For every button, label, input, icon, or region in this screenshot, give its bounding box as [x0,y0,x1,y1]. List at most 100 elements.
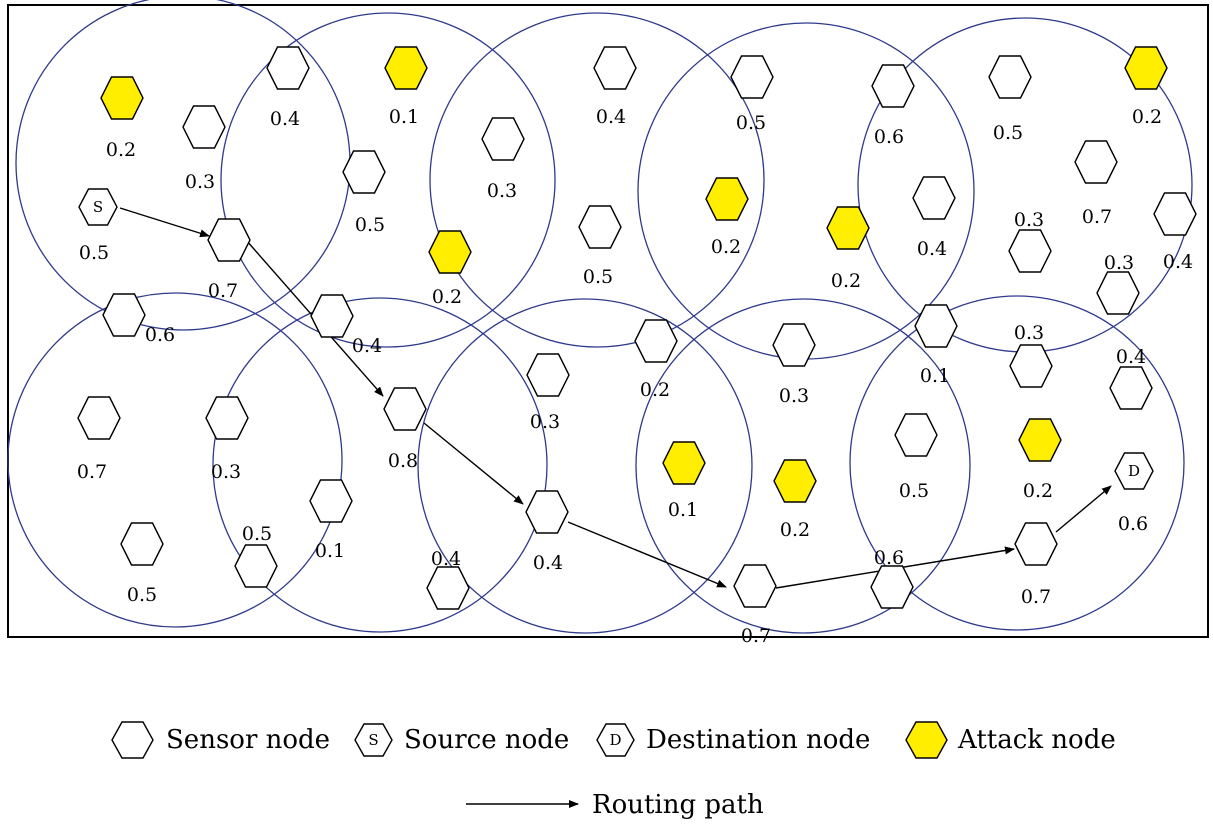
sensor-node-hexagon-icon [578,205,622,249]
sensor-node-hexagon-icon [1008,229,1052,273]
node-trust-value: 0.5 [127,584,157,606]
sensor-node: 0.3 [182,105,226,193]
node-trust-value: 0.7 [741,625,771,647]
sensor-node-hexagon-icon [988,55,1032,99]
legend-destination-hexagon-icon [596,723,635,757]
range-circle [417,298,753,634]
attack-node: 0.2 [428,230,472,308]
node-trust-value: 0.6 [1118,513,1148,535]
sensor-node: 0.5 [120,522,164,606]
node-trust-value: 0.7 [1021,586,1051,608]
sensor-node-hexagon-icon [525,490,569,534]
attack-node: 0.2 [773,459,817,541]
node-trust-value: 0.6 [145,324,175,346]
sensor-node: 0.5 [234,523,278,588]
sensor-node-hexagon-icon [426,566,470,610]
attack-node: 0.2 [826,206,870,292]
node-trust-value: 0.2 [711,236,741,258]
sensor-node: 0.4 [266,46,310,130]
sensor-node-hexagon-icon [1074,140,1118,184]
sensor-node-hexagon-icon [733,564,777,608]
node-trust-value: 0.4 [1116,346,1146,368]
range-circle [7,292,343,628]
sensor-node-hexagon-icon [205,396,249,440]
sensor-node-hexagon-icon [593,46,637,90]
sensor-node: 0.4 [310,294,382,357]
attack-node-hexagon-icon [662,441,706,485]
routing-path-arrow [567,521,727,588]
node-trust-value: 0.5 [899,480,929,502]
node-trust-value: 0.4 [270,108,300,130]
sensor-node: 0.4 [912,176,956,260]
node-trust-value: 0.1 [315,540,345,562]
sensor-node: 0.4 [525,490,569,574]
attack-node-hexagon-icon [384,46,428,90]
range-circles [7,0,1193,634]
legend-sensor-label: Sensor node [166,725,330,755]
sensor-node: 0.7 [207,218,251,302]
node-trust-value: 0.6 [874,126,904,148]
sensor-node: 0.5 [988,55,1032,144]
node-trust-value: 0.2 [1132,106,1162,128]
attack-node-hexagon-icon [705,177,749,221]
sensor-node: 0.4 [1153,192,1197,273]
legend-destination: D Destination node [596,723,870,757]
node-trust-value: 0.3 [530,411,560,433]
node-trust-value: 0.5 [993,122,1023,144]
attack-node-hexagon-icon [773,459,817,503]
node-trust-value: 0.4 [533,552,563,574]
legend-routing: Routing path [466,790,764,820]
node-trust-value: 0.1 [668,499,698,521]
node-trust-value: 0.3 [779,385,809,407]
sensor-node: 0.5 [578,205,622,288]
sensor-node: 0.4 [1109,346,1153,410]
sensor-node-hexagon-icon [912,176,956,220]
node-trust-value: 0.1 [920,365,950,387]
sensor-node-hexagon-icon [730,55,774,99]
sensor-node-hexagon-icon [234,544,278,588]
sensor-node-hexagon-icon [481,117,525,161]
node-trust-value: 0.2 [780,519,810,541]
sensor-node-hexagon-icon [310,294,354,338]
node-trust-value: 0.3 [487,180,517,202]
sensor-node-hexagon-icon [894,413,938,457]
sensor-node-hexagon-icon [102,293,146,337]
sensor-node-hexagon-icon [634,319,678,363]
sensor-node: 0.3 [772,323,816,407]
node-trust-value: 0.2 [831,270,861,292]
sensor-node-hexagon-icon [266,46,310,90]
node-trust-value: 0.3 [1014,209,1044,231]
attack-node: 0.2 [705,177,749,258]
node-trust-value: 0.5 [79,242,109,264]
node-trust-value: 0.1 [389,106,419,128]
routing-path-arrow [119,207,210,238]
node-trust-value: 0.3 [185,171,215,193]
legend-source: S Source node [354,723,569,757]
node-trust-value: 0.5 [736,112,766,134]
sensor-node-hexagon-icon [1009,344,1053,388]
legend-source-hexagon-icon [354,723,393,757]
sensor-node: 0.3 [1009,322,1053,388]
sensor-node: 0.8 [383,387,427,472]
node-trust-value: 0.3 [1014,322,1044,344]
attack-node: 0.1 [384,46,428,128]
node-trust-value: 0.2 [432,286,462,308]
attack-node-hexagon-icon [428,230,472,274]
range-circle [212,297,548,633]
sensor-node: 0.6 [870,547,914,609]
source-node: S0.5 [78,188,118,264]
node-trust-value: 0.3 [1104,252,1134,274]
legend-destination-label: Destination node [646,725,870,755]
node-trust-value: 0.4 [352,335,382,357]
range-circle [849,295,1185,631]
legend: Sensor node S Source node D Destination … [111,721,1116,820]
legend-attack-label: Attack node [957,725,1116,755]
sensor-node: 0.7 [1014,522,1058,608]
legend-source-letter: S [368,731,378,749]
sensor-node: 0.2 [634,319,678,401]
attack-node: 0.1 [662,441,706,521]
node-trust-value: 0.4 [1163,251,1193,273]
node-trust-value: 0.2 [640,379,670,401]
sensor-node: 0.6 [102,293,175,346]
sensor-node: 0.3 [1008,209,1052,273]
